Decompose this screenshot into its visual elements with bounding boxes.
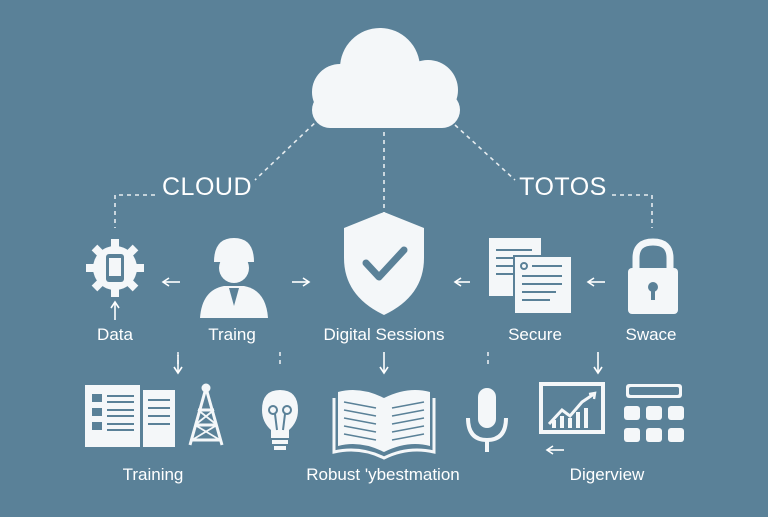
label-robust: Robust 'ybestmation bbox=[306, 465, 460, 484]
label-digerview: Digerview bbox=[569, 465, 645, 484]
document-stack-icon bbox=[85, 385, 175, 447]
lightbulb-icon bbox=[262, 390, 298, 450]
shield-check-icon bbox=[344, 212, 424, 315]
label-swace: Swace bbox=[625, 325, 677, 344]
label-secure: Secure bbox=[508, 325, 562, 344]
documents-icon bbox=[489, 238, 573, 315]
microphone-icon bbox=[466, 388, 508, 452]
label-digital-sessions: Digital Sessions bbox=[323, 325, 445, 344]
label-traing: Traing bbox=[208, 325, 256, 344]
tower-icon bbox=[188, 383, 224, 446]
padlock-icon bbox=[628, 238, 678, 314]
label-cloud: CLOUD bbox=[161, 173, 253, 201]
label-training: Training bbox=[122, 465, 184, 484]
gear-phone-icon bbox=[86, 239, 144, 297]
open-book-icon bbox=[332, 390, 436, 460]
chart-board-icon bbox=[539, 382, 605, 434]
label-data: Data bbox=[97, 325, 133, 344]
label-totos: TOTOS bbox=[519, 173, 607, 201]
keypad-icon bbox=[624, 384, 684, 442]
person-icon bbox=[200, 238, 268, 318]
cloud-icon bbox=[312, 28, 460, 128]
arrows bbox=[110, 277, 605, 455]
